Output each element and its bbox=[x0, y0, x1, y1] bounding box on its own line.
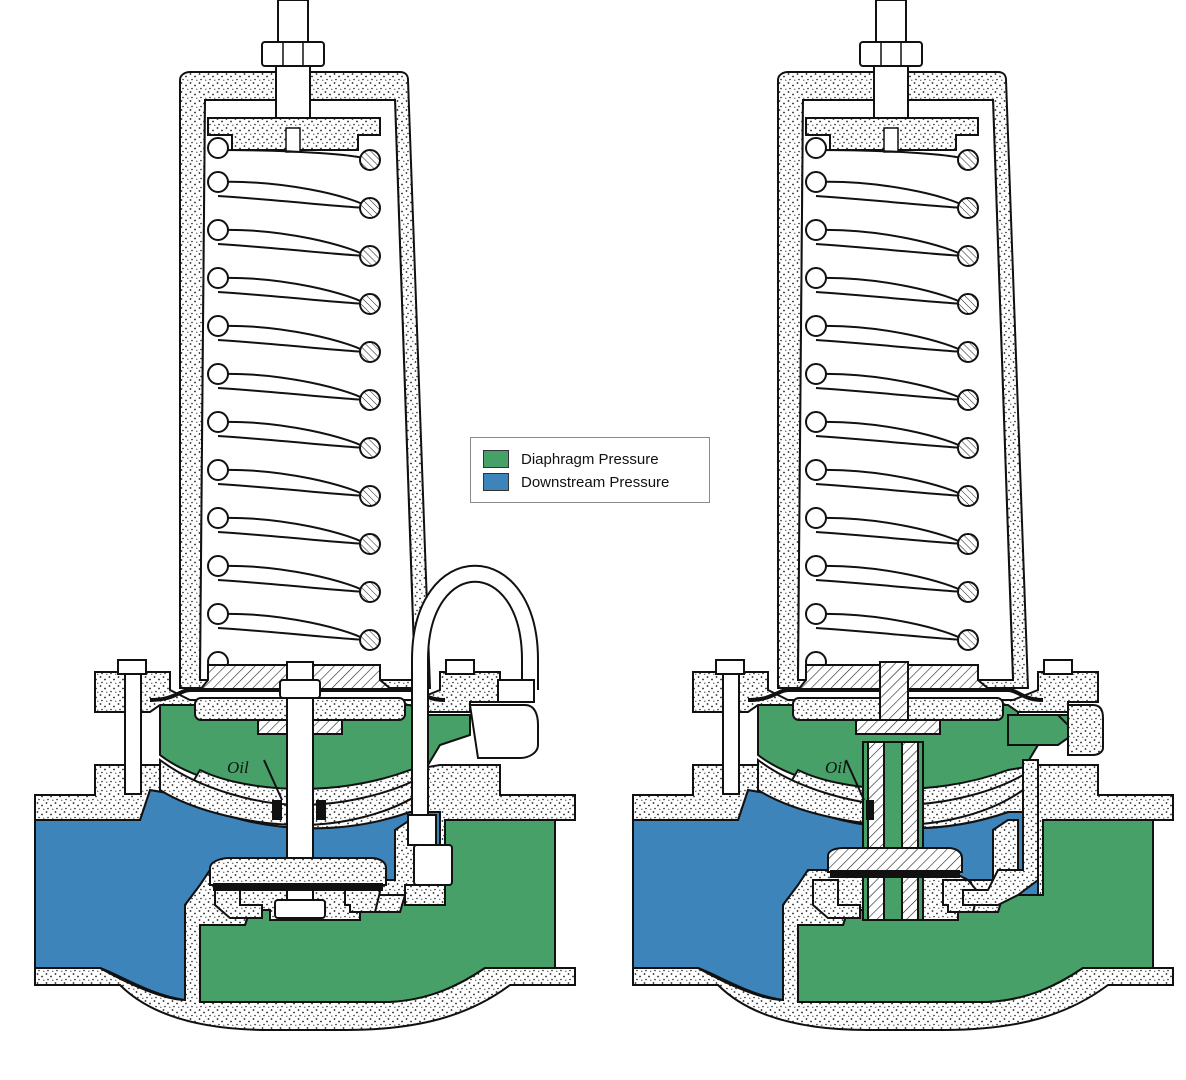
valve-stem bbox=[879, 661, 909, 721]
legend-item-downstream: Downstream Pressure bbox=[483, 471, 669, 493]
left-valve bbox=[33, 0, 577, 1032]
legend-swatch-downstream bbox=[483, 473, 509, 491]
legend-label-diaphragm: Diaphragm Pressure bbox=[521, 450, 659, 468]
oil-label-left: Oil bbox=[227, 758, 249, 777]
oil-label-right: Oil bbox=[825, 758, 847, 777]
sensing-tube bbox=[404, 564, 539, 906]
legend-label-downstream: Downstream Pressure bbox=[521, 473, 670, 491]
legend: Diaphragm Pressure Downstream Pressure bbox=[470, 437, 710, 503]
right-valve bbox=[631, 0, 1175, 1032]
legend-swatch-diaphragm bbox=[483, 450, 509, 468]
legend-item-diaphragm: Diaphragm Pressure bbox=[483, 448, 659, 470]
